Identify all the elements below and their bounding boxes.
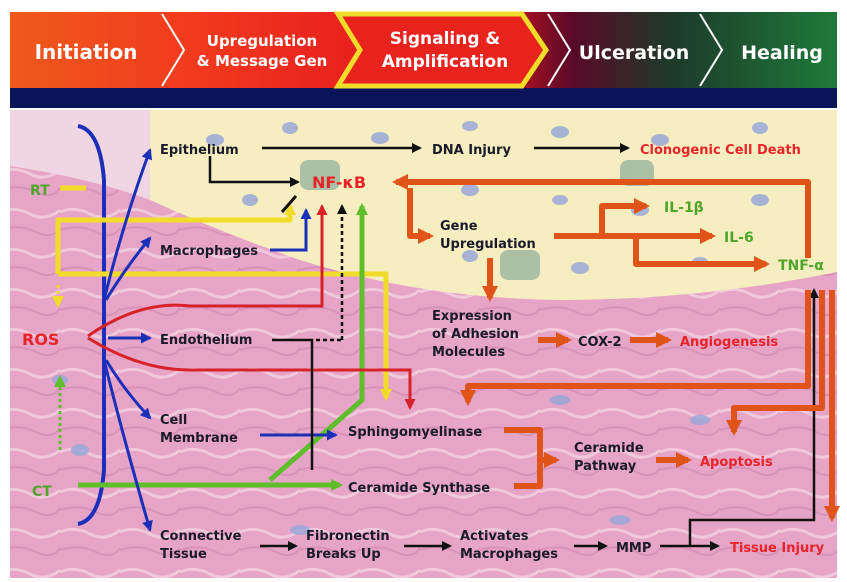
cell-membrane-label-line1: Cell (160, 413, 187, 428)
upper-left-layer (10, 110, 150, 200)
ceramide-pathway-label-line2: Pathway (574, 459, 637, 474)
phase-healing: Healing (741, 42, 823, 64)
sphingomyelinase-label: Sphingomyelinase (348, 425, 482, 440)
mmp-label: MMP (616, 541, 651, 556)
rt-label: RT (30, 183, 50, 199)
il6-label: IL-6 (724, 230, 754, 246)
gene-upregulation-label-line2: Upregulation (440, 237, 536, 252)
dna-injury-label: DNA Injury (432, 143, 511, 158)
phase-upregulation-line1: Upregulation (207, 32, 317, 50)
ros-to-sphingomyelinase (87, 336, 416, 410)
endothelium-label: Endothelium (160, 333, 252, 348)
tnfa-to-apoptosis (726, 290, 825, 436)
source-labels: RT ROS CT (22, 183, 59, 500)
macrophages-label: Macrophages (160, 244, 258, 259)
rt-to-sphingomyelinase-path (58, 271, 392, 401)
ros-pathways (87, 204, 416, 410)
phase-ulceration: Ulceration (579, 42, 689, 64)
arrow-to-cell-membrane (104, 359, 152, 420)
cox2-label: COX-2 (578, 335, 622, 350)
ceramide-pathway-label-line1: Ceramide (574, 441, 644, 456)
apoptosis-label: Apoptosis (700, 455, 773, 470)
phase-signaling-line2: Amplification (382, 52, 509, 72)
gene-upregulation-label-line1: Gene (440, 219, 478, 234)
macrophages-to-nfkb (270, 208, 312, 252)
adhesion-label-line3: Molecules (432, 345, 505, 360)
gene-to-il1b (554, 198, 650, 239)
epithelium-to-nfkb (208, 156, 300, 187)
bracket-target-arrows (102, 148, 338, 532)
ct-to-nfkb-path (268, 203, 368, 482)
connective-tissue-label-line2: Tissue (160, 547, 207, 562)
sphingomyelinase-to-ceramide-pathway (504, 427, 560, 468)
adhesion-label-line1: Expression (432, 309, 512, 324)
arrow-to-epithelium (102, 148, 153, 301)
endothelium-down-line (272, 338, 314, 470)
phase-initiation: Initiation (35, 40, 138, 64)
dotted-black-pathways (316, 204, 347, 342)
tissue-injury-label: Tissue Injury (730, 541, 825, 556)
chevron-separator (161, 13, 186, 87)
rt-to-nfkb-path (55, 203, 296, 274)
banner-navy-bar (10, 88, 837, 108)
chevron-separator (699, 13, 724, 87)
clonogenic-death-label: Clonogenic Cell Death (640, 143, 801, 158)
ct-label: CT (32, 484, 52, 500)
phase-upregulation-line2: & Message Gen (197, 52, 328, 70)
arrow-to-macrophages (104, 236, 152, 301)
rt-pathways (55, 185, 392, 401)
phase-signaling-line1: Signaling & (390, 29, 501, 49)
connective-tissue-label-line1: Connective (160, 529, 242, 544)
cell-membrane-label-line2: Membrane (160, 431, 238, 446)
gene-to-tnfa (602, 233, 770, 272)
ros-label: ROS (22, 330, 59, 349)
ros-to-nfkb (87, 204, 328, 338)
angiogenesis-label: Angiogenesis (680, 335, 778, 350)
il1b-label: IL-1β (664, 200, 704, 216)
tnfa-to-sphingomyelinase (460, 290, 811, 406)
phase-banner: Initiation Upregulation & Message Gen Si… (10, 11, 837, 108)
arrow-to-connective-tissue (102, 359, 153, 532)
chevron-separator (547, 13, 572, 87)
rt-nfkb-slash (280, 195, 298, 213)
target-labels: Epithelium Macrophages Endothelium Cell … (160, 143, 258, 562)
ceramide-synthase-label: Ceramide Synthase (348, 481, 490, 496)
ct-pathways (78, 203, 368, 491)
activates-macrophages-label-line2: Macrophages (460, 547, 558, 562)
nfkb-label: NF-κB (312, 173, 366, 192)
active-phase-highlight (333, 11, 550, 89)
tnfa-label: TNF-α (778, 258, 824, 274)
epithelium-label: Epithelium (160, 143, 239, 158)
fibronectin-label-line1: Fibronectin (306, 529, 390, 544)
activates-macrophages-label-line1: Activates (460, 529, 529, 544)
adhesion-label-line2: of Adhesion (432, 327, 519, 342)
synthase-to-ceramide-pathway (514, 460, 543, 489)
tnfa-feedback-to-nfkb (392, 174, 811, 258)
orange-pathways (392, 174, 840, 522)
node-labels: DNA Injury Clonogenic Cell Death NF-κB G… (306, 143, 825, 562)
fibronectin-label-line2: Breaks Up (306, 547, 381, 562)
nfkb-to-gene-upregulation (407, 188, 434, 244)
